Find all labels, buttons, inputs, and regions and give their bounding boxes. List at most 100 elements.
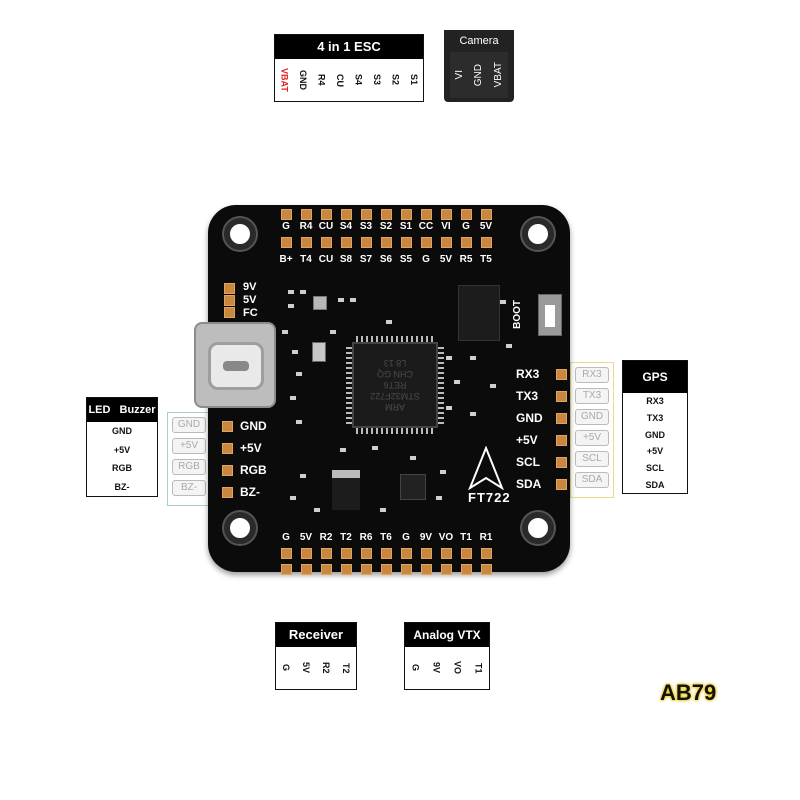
pad-label: VI: [441, 221, 451, 232]
led-buzzer-pin: GND: [112, 426, 132, 437]
vtx-title: Analog VTX: [405, 623, 489, 647]
mounting-hole: [522, 512, 554, 544]
pad-label: TX3: [516, 389, 539, 403]
pad-label: 5V: [439, 254, 453, 265]
ghost-label: RGB: [172, 459, 206, 475]
camera-pin: GND: [473, 63, 485, 87]
mounting-hole: [224, 512, 256, 544]
receiver-pin: 5V: [301, 662, 311, 674]
pad-label: G: [282, 532, 290, 543]
ghost-label: TX3: [575, 388, 609, 404]
ghost-label: +5V: [575, 430, 609, 446]
ghost-label: BZ-: [172, 480, 206, 496]
esc-pinout-box: 4 in 1 ESC VBAT GND R4 CU S4 S3 S2 S1: [274, 34, 424, 102]
pad-label: SCL: [516, 455, 540, 469]
voltage-select-pads: [224, 283, 235, 319]
esc-title: 4 in 1 ESC: [275, 35, 423, 59]
ft722-logo-icon: [468, 446, 504, 490]
gps-pin: GND: [645, 429, 665, 440]
pad-label: R2: [319, 532, 333, 543]
gps-pin-list: RX3 TX3 GND +5V SCL SDA: [623, 393, 687, 493]
gps-pin: SDA: [645, 479, 665, 490]
ghost-label: +5V: [172, 438, 206, 454]
gps-pin: RX3: [646, 396, 664, 407]
pad-label: G: [422, 254, 430, 265]
led-buzzer-pin: RGB: [112, 463, 132, 474]
mcu-marking: RET6: [383, 380, 407, 391]
camera-pin: VI: [454, 70, 466, 80]
usb-c-port: [194, 322, 276, 408]
receiver-title: Receiver: [276, 623, 356, 647]
vtx-pin: T1: [473, 662, 484, 674]
pad-label: +5V: [516, 433, 538, 447]
esc-pin-list: VBAT GND R4 CU S4 S3 S2 S1: [275, 59, 423, 101]
pad-label: 9V: [419, 532, 433, 543]
mounting-hole: [522, 218, 554, 250]
pad-label: S4: [339, 221, 353, 232]
pad-label: T2: [340, 532, 352, 543]
voltage-regulator: [332, 470, 360, 510]
voltage-label: 5V: [243, 294, 257, 306]
led-buzzer-title: LED Buzzer: [87, 398, 157, 422]
pad-label: SDA: [516, 477, 542, 491]
boot-button: [538, 294, 562, 336]
pad-label: T6: [380, 532, 392, 543]
left-pad-column: [222, 421, 233, 509]
pad-label: G: [462, 221, 470, 232]
mcu-marking: ARM: [385, 402, 405, 413]
vtx-pin: G: [410, 664, 421, 672]
pad-label: CU: [318, 254, 334, 265]
top-pad-row-2: [281, 237, 501, 248]
mcu-marking: STM32F722: [370, 391, 420, 402]
pad-label: RX3: [516, 367, 540, 381]
esc-pin: CU: [334, 73, 345, 87]
pad-label: CU: [318, 221, 334, 232]
gps-pin: TX3: [646, 412, 664, 423]
pad-label: RGB: [240, 463, 267, 477]
pad-label: S2: [379, 221, 393, 232]
right-pad-column: [556, 369, 567, 501]
ghost-label: RX3: [575, 367, 609, 383]
esc-pin: S4: [353, 74, 364, 86]
receiver-pin: R2: [321, 662, 331, 674]
vtx-pin-list: G 9V VO T1: [405, 647, 489, 689]
boot-label: BOOT: [512, 300, 523, 329]
led-buzzer-pin: +5V: [113, 444, 131, 455]
mcu-marking: L8 13: [383, 358, 407, 369]
bottom-pad-row-1: [281, 548, 501, 559]
esc-pin: S3: [371, 74, 382, 86]
ghost-label: SCL: [575, 451, 609, 467]
led-buzzer-box: LED Buzzer GND +5V RGB BZ-: [86, 397, 158, 497]
osd-chip: [458, 285, 500, 341]
pad-label: G: [282, 221, 290, 232]
led-buzzer-pin: BZ-: [114, 481, 130, 492]
esc-pin: GND: [297, 70, 308, 90]
analog-vtx-box: Analog VTX G 9V VO T1: [404, 622, 490, 690]
esc-pin: S1: [408, 74, 419, 86]
pad-label: BZ-: [240, 485, 260, 499]
mcu-chip: ARM STM32F722 RET6 CHN GQ L8 13: [352, 342, 438, 428]
esc-pin: R4: [316, 74, 327, 86]
ghost-label: SDA: [575, 472, 609, 488]
vtx-pin: 9V: [431, 662, 442, 674]
pad-label: +5V: [240, 441, 262, 455]
gps-ghost-labels: RX3 TX3 GND +5V SCL SDA: [570, 362, 614, 498]
pad-label: R1: [479, 532, 493, 543]
top-silk-row-2: B+ T4 CU S8 S7 S6 S5 G 5V R5 T5: [276, 254, 496, 265]
pad-label: T4: [300, 254, 312, 265]
camera-pin: VBAT: [492, 62, 504, 88]
led-buzzer-ghost-labels: GND +5V RGB BZ-: [167, 412, 211, 506]
camera-pin-list: VI GND VBAT: [450, 52, 508, 98]
bottom-pad-row-2: [281, 564, 501, 575]
barometer-chip: [313, 296, 327, 310]
pad-label: S7: [359, 254, 373, 265]
bottom-silk-row: G 5V R2 T2 R6 T6 G 9V VO T1 R1: [276, 532, 496, 543]
pad-label: CC: [418, 221, 434, 232]
gyro-chip: [400, 474, 426, 500]
vtx-pin: VO: [452, 661, 463, 675]
camera-title: Camera: [444, 30, 514, 52]
voltage-label: 9V: [243, 281, 257, 293]
pad-label: R4: [299, 221, 313, 232]
gps-pin: SCL: [646, 462, 664, 473]
top-pad-row-1: [281, 209, 501, 220]
